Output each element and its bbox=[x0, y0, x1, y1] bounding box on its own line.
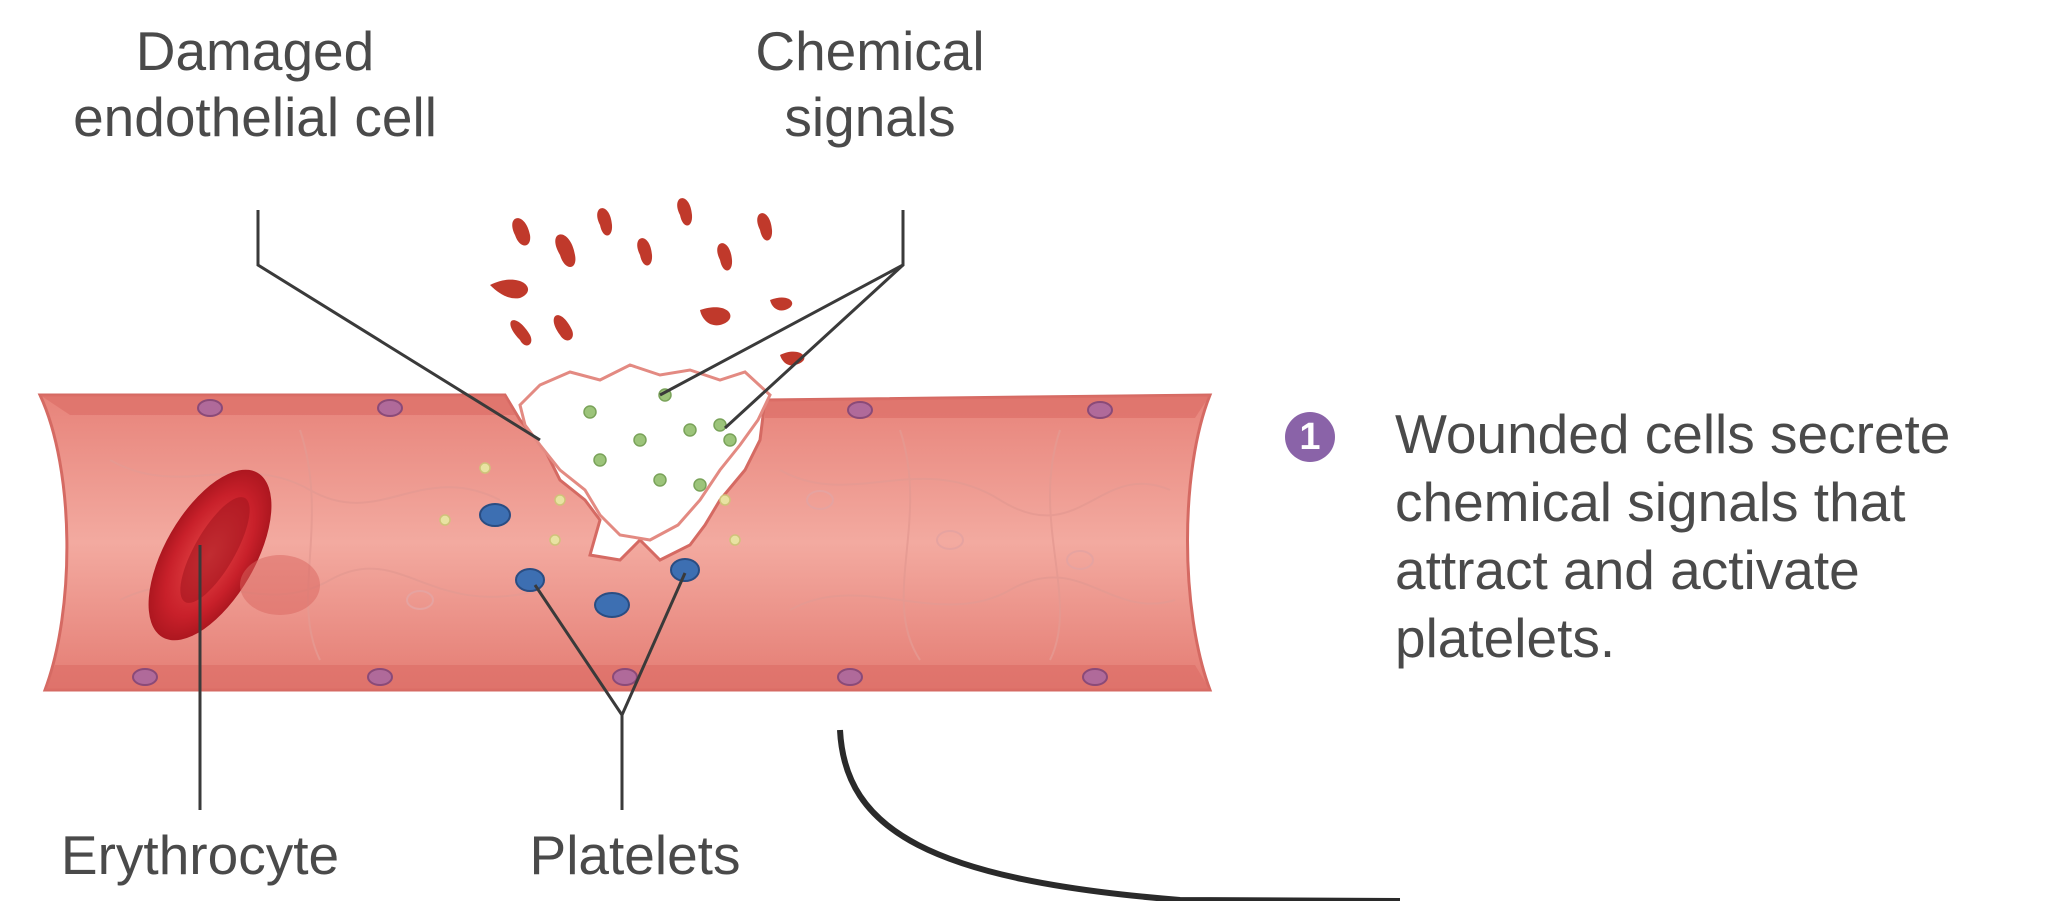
label-damaged-endothelial-cell: Damaged endothelial cell bbox=[30, 18, 480, 150]
label-platelets: Platelets bbox=[470, 822, 800, 888]
process-arrow-line bbox=[840, 730, 1400, 901]
label-damaged-text: Damaged endothelial cell bbox=[73, 20, 437, 148]
label-chemical-signals: Chemical signals bbox=[720, 18, 1020, 150]
signal-droplets bbox=[490, 198, 804, 365]
step-number-badge: 1 bbox=[1285, 412, 1335, 462]
step-text: Wounded cells secrete chemical signals t… bbox=[1395, 400, 2045, 672]
label-chemical-text: Chemical signals bbox=[755, 20, 984, 148]
step-1-description: 1 Wounded cells secrete chemical signals… bbox=[1285, 400, 2045, 672]
label-erythrocyte: Erythrocyte bbox=[20, 822, 380, 888]
